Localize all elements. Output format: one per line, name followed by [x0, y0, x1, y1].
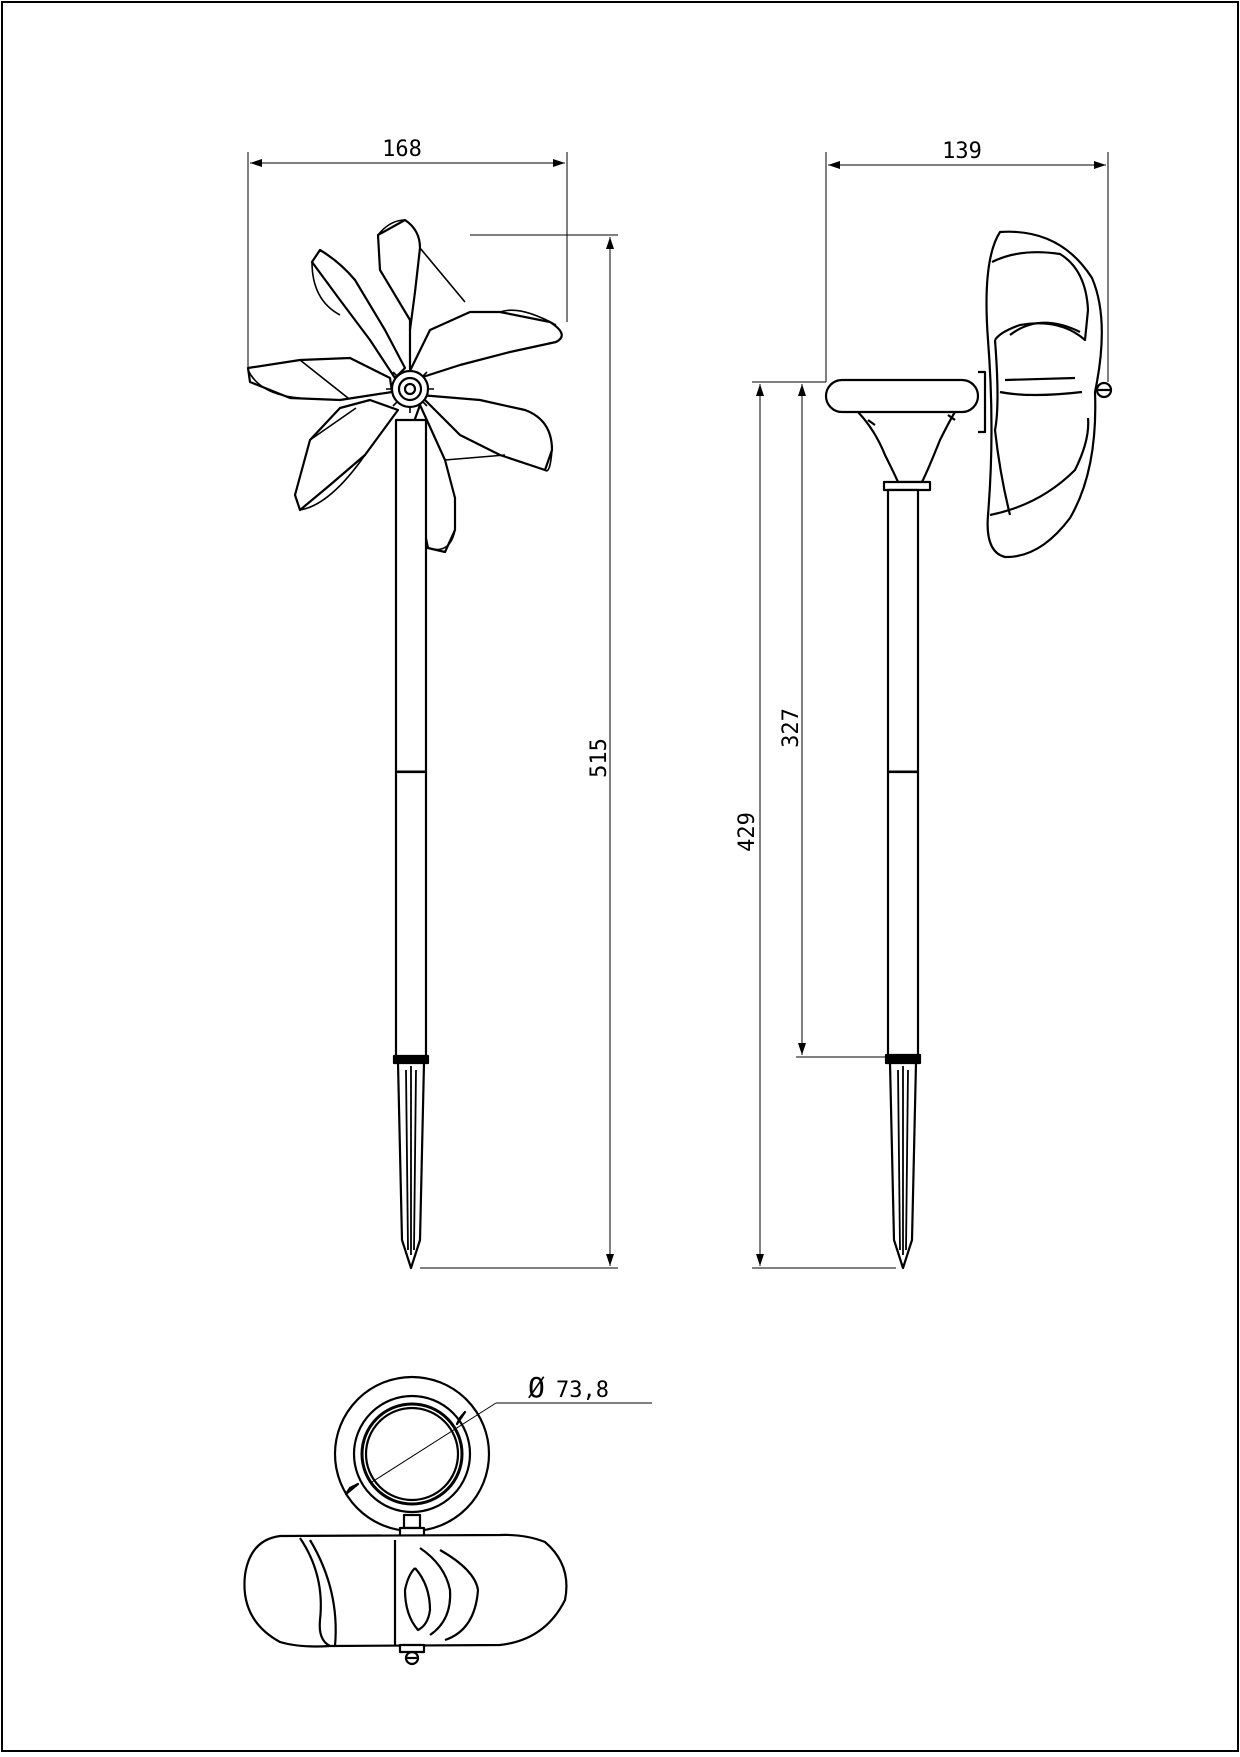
front-view [246, 218, 563, 1270]
blade-lower-right [418, 393, 554, 472]
top-blade-profile [243, 1533, 568, 1666]
top-hub-rings [333, 1375, 491, 1533]
diameter-leader [371, 1402, 652, 1483]
side-solar-head [824, 370, 987, 492]
blade-folds [299, 247, 506, 461]
upper-height-label: 327 [779, 708, 804, 748]
side-dimensions [752, 152, 1109, 1269]
stem-height-label: 429 [735, 812, 760, 852]
side-stem [884, 488, 922, 1065]
front-dimensions [247, 152, 618, 1269]
blade-upper-left [310, 248, 407, 380]
blade-right [402, 310, 563, 385]
blade-left [246, 356, 394, 402]
side-pinwheel-profile [985, 230, 1113, 559]
front-stem [392, 418, 430, 1065]
side-view [824, 230, 1113, 1270]
total-height-label: 515 [587, 738, 612, 778]
diameter-symbol: Ø [528, 1371, 545, 1404]
front-spike [396, 1061, 426, 1270]
blade-edges [247, 219, 557, 551]
pinwheel-hub [386, 365, 434, 413]
side-width-label: 139 [942, 139, 982, 164]
front-width-label: 168 [382, 137, 422, 162]
side-spike [888, 1061, 918, 1270]
top-view [243, 1375, 568, 1666]
hub-diameter-label: 73,8 [556, 1378, 609, 1403]
blade-top [376, 218, 422, 387]
blade-lower-left [293, 398, 400, 512]
